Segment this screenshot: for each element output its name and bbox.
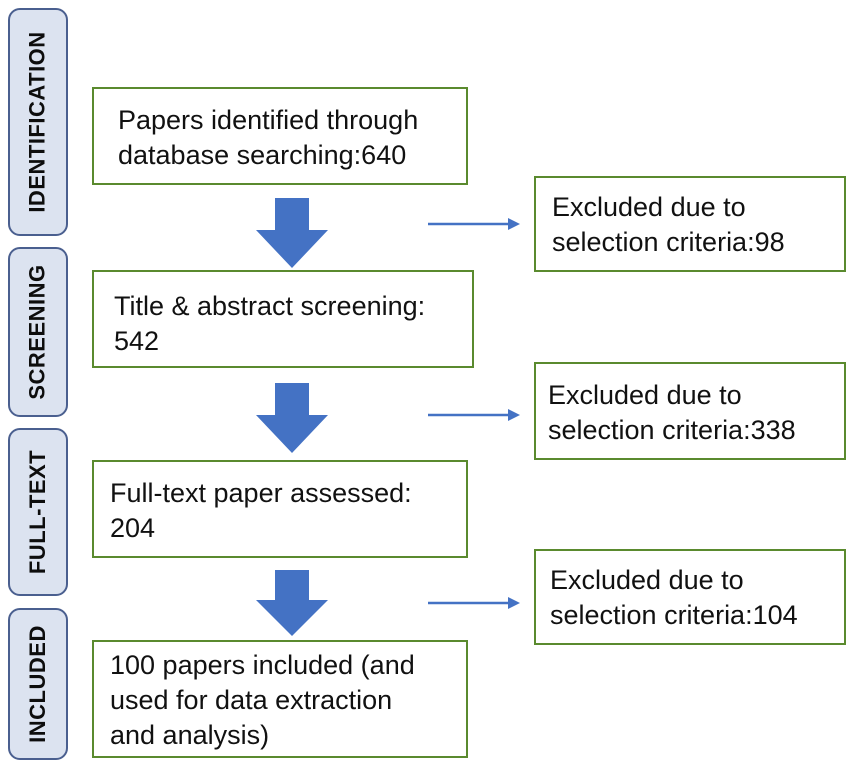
down-arrow-icon: [256, 570, 328, 636]
stage-included: INCLUDED: [8, 608, 68, 760]
included-line3: and analysis): [110, 720, 270, 750]
included-line2: used for data extraction: [110, 685, 393, 715]
stage-identification: IDENTIFICATION: [8, 8, 68, 236]
exclusion-box-1: Excluded due to selection criteria:98: [534, 176, 846, 272]
stage-full-text: FULL-TEXT: [8, 428, 68, 596]
stage-screening-label: SCREENING: [25, 264, 51, 400]
screening-box: Title & abstract screening: 542: [92, 270, 474, 368]
exclusion-1-line1: Excluded due to: [552, 192, 746, 222]
right-arrow-icon: [428, 409, 520, 421]
right-arrow-icon: [428, 218, 520, 230]
stage-included-label: INCLUDED: [25, 625, 51, 743]
exclusion-3-line2: selection criteria:104: [550, 600, 798, 630]
screening-line2: 542: [114, 326, 160, 356]
exclusion-box-2: Excluded due to selection criteria:338: [534, 362, 846, 460]
stage-full-text-label: FULL-TEXT: [25, 449, 51, 575]
identified-line2: database searching:640: [118, 140, 407, 170]
fulltext-line1: Full-text paper assessed:: [110, 478, 412, 508]
exclusion-3-line1: Excluded due to: [550, 565, 744, 595]
stage-screening: SCREENING: [8, 247, 68, 417]
down-arrow-icon: [256, 198, 328, 268]
fulltext-line2: 204: [110, 513, 156, 543]
exclusion-2-line2: selection criteria:338: [548, 415, 796, 445]
stage-identification-label: IDENTIFICATION: [25, 31, 51, 213]
identified-line1: Papers identified through: [118, 105, 419, 135]
exclusion-2-line1: Excluded due to: [548, 380, 742, 410]
included-line1: 100 papers included (and: [110, 650, 415, 680]
fulltext-box: Full-text paper assessed: 204: [92, 460, 468, 558]
screening-line1: Title & abstract screening:: [114, 291, 426, 321]
exclusion-box-3: Excluded due to selection criteria:104: [534, 549, 846, 645]
down-arrow-icon: [256, 383, 328, 453]
right-arrow-icon: [428, 597, 520, 609]
exclusion-1-line2: selection criteria:98: [552, 227, 785, 257]
identified-box: Papers identified through database searc…: [92, 87, 468, 185]
included-box: 100 papers included (and used for data e…: [92, 640, 468, 758]
